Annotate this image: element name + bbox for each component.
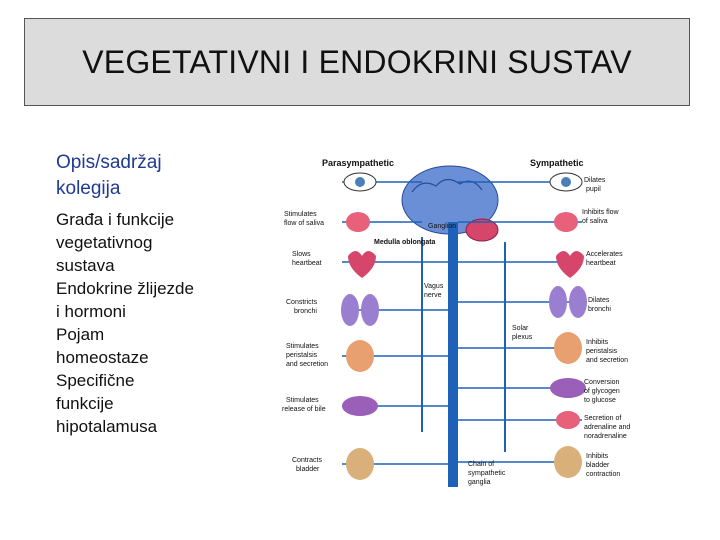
slide-title: VEGETATIVNI I ENDOKRINI SUSTAV (82, 43, 632, 80)
cerebellum (465, 218, 499, 242)
diagram-label: Stimulates (286, 397, 319, 404)
eye-left (343, 172, 377, 192)
diagram-label: and secretion (586, 357, 628, 364)
diagram-label: bronchi (294, 308, 317, 315)
diagram-label: noradrenaline (584, 433, 627, 440)
lungs-left (341, 294, 379, 326)
lungs-right (549, 286, 587, 318)
heading-line: Opis/sadržaj (56, 152, 162, 173)
diagram-label: contraction (586, 471, 620, 478)
liver-right (550, 378, 586, 398)
bladder-right (554, 446, 582, 478)
diagram-label: flow of saliva (284, 220, 324, 227)
diagram-label: Chain of (468, 461, 494, 468)
diagram-label: ganglia (468, 479, 491, 486)
diagram-label: Slows (292, 251, 311, 258)
diagram-label: sympathetic (468, 470, 506, 477)
center-labels: Ganglion Medulla oblongata Vagus nerve S… (374, 223, 533, 486)
right-labels: Dilates pupil Inhibits flow of saliva Ac… (582, 177, 630, 478)
heart-left (348, 251, 376, 278)
diagram-label: pupil (586, 186, 601, 193)
diagram-label: Inhibits flow (582, 209, 620, 216)
heading-line: kolegija (56, 178, 121, 199)
bladder-left (346, 448, 374, 480)
diagram-label: plexus (512, 334, 533, 341)
stomach-right (554, 332, 582, 364)
diagram-label: heartbeat (586, 260, 616, 267)
nervous-system-diagram: Parasympathetic Sympathetic (282, 158, 630, 487)
topic-line: i hormoni (56, 302, 126, 321)
diagram-label: Ganglion (428, 223, 456, 230)
liver-left (342, 396, 378, 416)
diagram-label: Dilates (584, 177, 606, 184)
topic-line: homeostaze (56, 348, 149, 367)
title-box: VEGETATIVNI I ENDOKRINI SUSTAV (24, 18, 690, 106)
diagram-label: of saliva (582, 218, 608, 225)
diagram-label: adrenaline and (584, 424, 630, 431)
heart-right (556, 251, 584, 278)
topic-line: Specifične (56, 371, 135, 390)
section-heading: Opis/sadržaj kolegija (56, 150, 256, 202)
stomach-left (346, 340, 374, 372)
diagram-label: Secretion of (584, 415, 621, 422)
diagram-label: Contracts (292, 457, 322, 464)
topic-line: sustava (56, 256, 115, 275)
topic-line: funkcije (56, 394, 114, 413)
diagram-label: bladder (296, 466, 320, 473)
spinal-cord (448, 222, 458, 487)
sympathetic-label: Sympathetic (530, 158, 584, 168)
diagram-label: Inhibits (586, 339, 609, 346)
content-column: Opis/sadržaj kolegija Građa i funkcije v… (56, 150, 256, 438)
topic-line: hipotalamusa (56, 417, 158, 436)
topic-line: Pojam (56, 325, 105, 344)
topic-line: Endokrine žlijezde (56, 279, 194, 298)
diagram-label: Medulla oblongata (374, 239, 436, 246)
diagram-label: nerve (424, 292, 442, 299)
diagram-label: bronchi (588, 306, 611, 313)
diagram-label: Stimulates (284, 211, 317, 218)
diagram-label: and secretion (286, 361, 328, 368)
topic-line: Građa i funkcije (56, 210, 175, 229)
salivary-gland-right (554, 212, 578, 232)
diagram-label: peristalsis (286, 352, 318, 359)
diagram-label: heartbeat (292, 260, 322, 267)
diagram-label: bladder (586, 462, 610, 469)
diagram-label: Inhibits (586, 453, 609, 460)
eye-right (549, 172, 583, 192)
diagram-label: Dilates (588, 297, 610, 304)
topic-list: Građa i funkcije vegetativnog sustava En… (56, 208, 256, 438)
diagram-label: peristalsis (586, 348, 618, 355)
diagram-label: Stimulates (286, 343, 319, 350)
parasympathetic-label: Parasympathetic (322, 158, 394, 168)
diagram-label: Vagus (424, 283, 444, 290)
diagram-label: to glucose (584, 397, 616, 404)
salivary-gland-left (346, 212, 370, 232)
diagram-label: Constricts (286, 299, 318, 306)
left-labels: Stimulates flow of saliva Slows heartbea… (282, 211, 328, 473)
diagram-label: of glycogen (584, 388, 620, 395)
diagram-label: release of bile (282, 406, 326, 413)
diagram-label: Solar (512, 325, 529, 332)
diagram-label: Accelerates (586, 251, 623, 258)
topic-line: vegetativnog (56, 233, 153, 252)
diagram-label: Conversion (584, 379, 620, 386)
adrenal-right (556, 411, 580, 429)
